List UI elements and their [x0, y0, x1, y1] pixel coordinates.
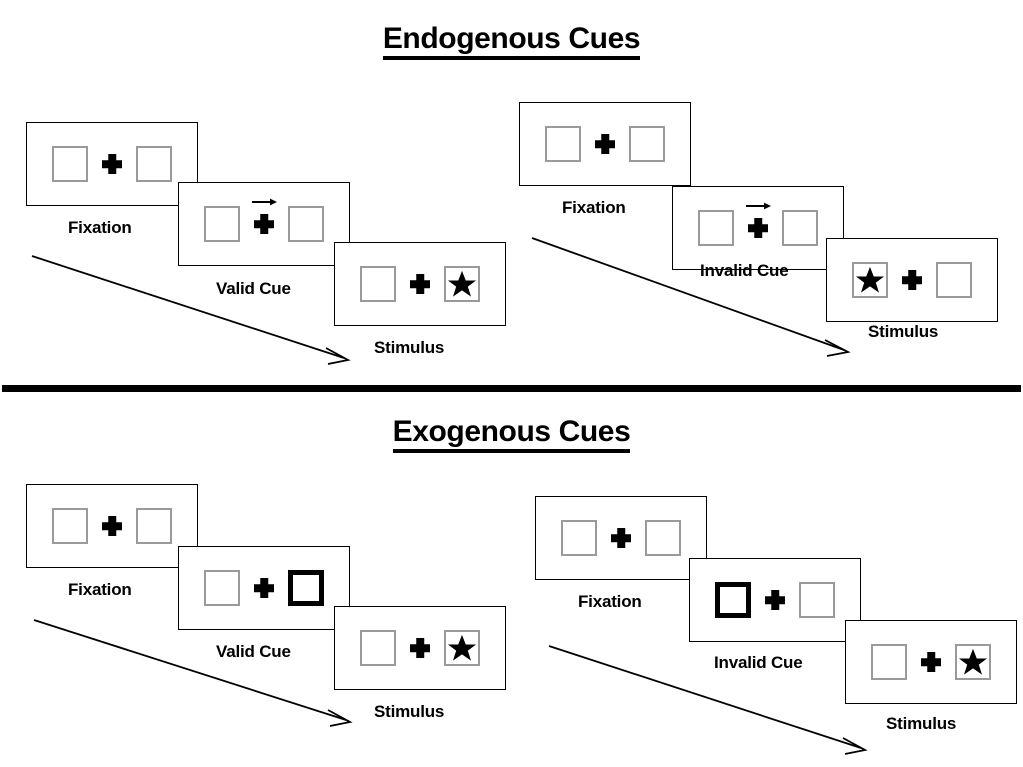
trial-frame-fixation[interactable]	[26, 122, 198, 206]
caption-valid-cue: Valid Cue	[216, 279, 291, 298]
stimulus-display	[698, 202, 818, 246]
plus-cross-icon	[748, 218, 768, 238]
caption-stimulus: Stimulus	[868, 322, 939, 341]
section-title-exogenous-text: Exogenous Cues	[392, 417, 631, 453]
stimulus-display	[204, 570, 324, 606]
placeholder-box-right	[629, 126, 665, 162]
placeholder-box-right	[936, 262, 972, 298]
caption-invalid-cue: Invalid Cue	[714, 653, 803, 672]
section-title-exogenous: Exogenous Cues	[0, 417, 1023, 453]
star-icon	[958, 648, 988, 675]
placeholder-box-right-target	[955, 644, 991, 680]
plus-cross-icon	[254, 214, 274, 234]
section-title-endogenous: Endogenous Cues	[0, 24, 1023, 60]
placeholder-box-left-cued	[715, 582, 751, 618]
placeholder-box-left	[52, 146, 88, 182]
placeholder-box-left	[204, 206, 240, 242]
arrow-diagonal-icon	[33, 619, 353, 727]
stimulus-display	[852, 262, 972, 298]
plus-cross-icon	[254, 578, 274, 598]
stimulus-display	[561, 520, 681, 556]
placeholder-box-left	[561, 520, 597, 556]
trial-frame-invalid-cue[interactable]	[689, 558, 861, 642]
trial-frame-valid-cue[interactable]	[178, 546, 350, 630]
fixation-cross-wrap	[921, 652, 941, 672]
plus-cross-icon	[611, 528, 631, 548]
caption-valid-cue: Valid Cue	[216, 642, 291, 661]
placeholder-box-left	[204, 570, 240, 606]
plus-cross-icon	[410, 274, 430, 294]
stimulus-display	[545, 126, 665, 162]
fixation-cross-wrap	[102, 154, 122, 174]
caption-stimulus: Stimulus	[886, 714, 957, 733]
fixation-cross-wrap	[254, 578, 274, 598]
trial-frame-invalid-cue[interactable]	[672, 186, 844, 270]
caption-fixation: Fixation	[562, 198, 626, 217]
stimulus-display	[204, 198, 324, 242]
placeholder-box-right-target	[444, 630, 480, 666]
placeholder-box-left	[545, 126, 581, 162]
caption-invalid-cue: Invalid Cue	[700, 261, 789, 280]
stimulus-display	[360, 266, 480, 302]
section-title-endogenous-text: Endogenous Cues	[382, 24, 641, 60]
trial-frame-stimulus[interactable]	[826, 238, 998, 322]
trial-frame-fixation[interactable]	[519, 102, 691, 186]
trial-frame-stimulus[interactable]	[334, 242, 506, 326]
placeholder-box-right	[782, 210, 818, 246]
section-divider	[2, 385, 1021, 392]
placeholder-box-right-cued	[288, 570, 324, 606]
fixation-cross-wrap	[252, 198, 277, 234]
placeholder-box-right	[136, 146, 172, 182]
plus-cross-icon	[102, 516, 122, 536]
placeholder-box-right-target	[444, 266, 480, 302]
placeholder-box-left	[360, 630, 396, 666]
plus-cross-icon	[902, 270, 922, 290]
trial-frame-stimulus[interactable]	[845, 620, 1017, 704]
placeholder-box-right	[645, 520, 681, 556]
star-icon	[855, 266, 885, 293]
star-icon	[447, 270, 477, 297]
fixation-cross-wrap	[746, 202, 771, 238]
arrow-diagonal-icon	[31, 255, 351, 365]
caption-stimulus: Stimulus	[374, 702, 445, 721]
placeholder-box-left	[360, 266, 396, 302]
fixation-cross-wrap	[102, 516, 122, 536]
caption-fixation: Fixation	[578, 592, 642, 611]
caption-stimulus: Stimulus	[374, 338, 445, 357]
plus-cross-icon	[921, 652, 941, 672]
stimulus-display	[360, 630, 480, 666]
fixation-cross-wrap	[410, 274, 430, 294]
plus-cross-icon	[410, 638, 430, 658]
arrow-right-icon	[746, 202, 771, 210]
arrow-right-icon	[252, 198, 277, 206]
fixation-cross-wrap	[410, 638, 430, 658]
placeholder-box-right	[799, 582, 835, 618]
caption-fixation: Fixation	[68, 580, 132, 599]
trial-frame-fixation[interactable]	[535, 496, 707, 580]
trial-frame-valid-cue[interactable]	[178, 182, 350, 266]
plus-cross-icon	[765, 590, 785, 610]
fixation-cross-wrap	[902, 270, 922, 290]
fixation-cross-wrap	[611, 528, 631, 548]
fixation-cross-wrap	[595, 134, 615, 154]
stimulus-display	[715, 582, 835, 618]
plus-cross-icon	[102, 154, 122, 174]
plus-cross-icon	[595, 134, 615, 154]
arrow-diagonal-icon	[548, 645, 868, 755]
placeholder-box-left	[52, 508, 88, 544]
placeholder-box-left	[871, 644, 907, 680]
trial-frame-stimulus[interactable]	[334, 606, 506, 690]
stimulus-display	[871, 644, 991, 680]
stimulus-display	[52, 146, 172, 182]
placeholder-box-left-target	[852, 262, 888, 298]
placeholder-box-right	[136, 508, 172, 544]
placeholder-box-left	[698, 210, 734, 246]
caption-fixation: Fixation	[68, 218, 132, 237]
star-icon	[447, 634, 477, 661]
trial-frame-fixation[interactable]	[26, 484, 198, 568]
stimulus-display	[52, 508, 172, 544]
placeholder-box-right	[288, 206, 324, 242]
fixation-cross-wrap	[765, 590, 785, 610]
